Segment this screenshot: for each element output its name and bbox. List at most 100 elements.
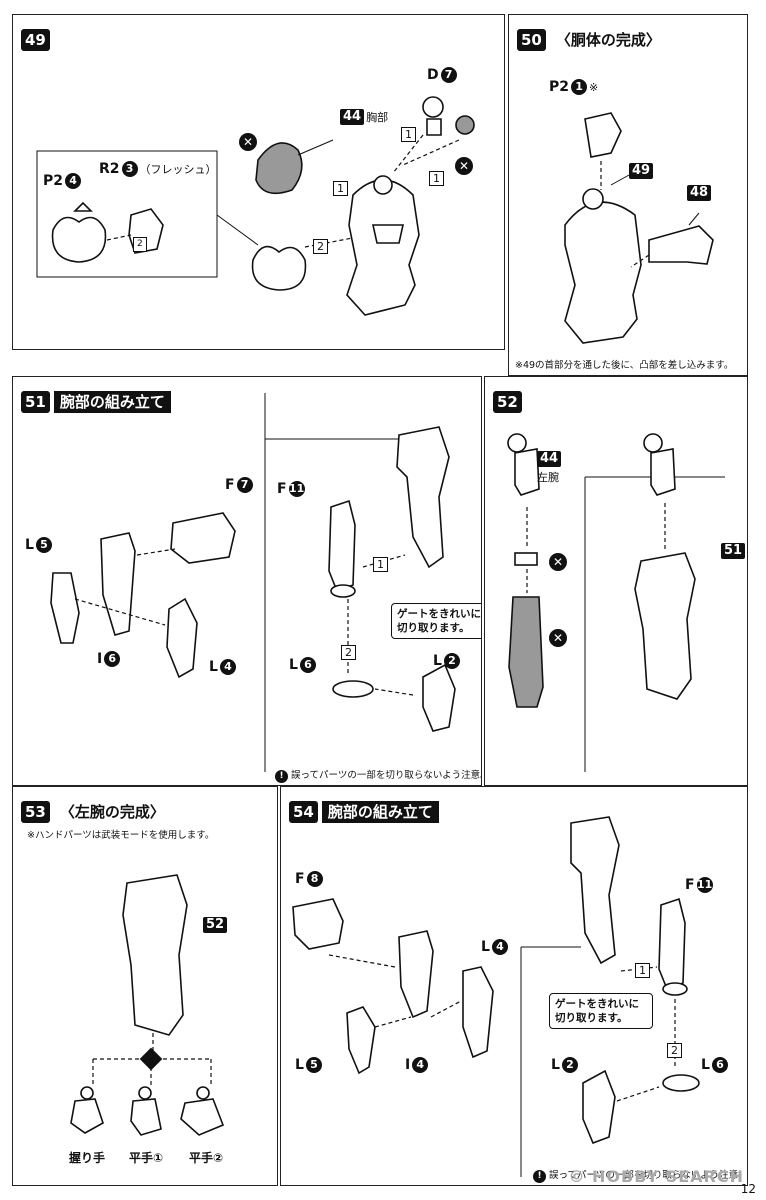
part-prefix: L bbox=[701, 1057, 710, 1073]
warning-icon: ! bbox=[533, 1170, 546, 1183]
part-variant: （フレッシュ） bbox=[139, 163, 217, 176]
step-53-panel: 53 〈左腕の完成〉 ※ハンドパーツは武装モードを使用します。 52 握り手 平… bbox=[12, 786, 278, 1186]
order-box: 2 bbox=[313, 239, 328, 254]
part-number: 1 bbox=[571, 79, 588, 95]
step-51-illustration bbox=[50, 393, 456, 772]
part-prefix: L bbox=[209, 659, 218, 675]
order-box: 1 bbox=[635, 963, 650, 978]
ref-number: 44 bbox=[340, 109, 365, 125]
ref-51: 51 bbox=[721, 543, 746, 559]
part-prefix: L bbox=[295, 1057, 304, 1073]
step-53-illustration bbox=[70, 874, 225, 1136]
part-prefix: P2 bbox=[549, 79, 570, 95]
part-number: 6 bbox=[104, 651, 121, 667]
part-prefix: L bbox=[481, 939, 490, 955]
part-number: 4 bbox=[412, 1057, 429, 1073]
part-prefix: F bbox=[295, 871, 305, 887]
watermark: © HOBBY SEARCH bbox=[568, 1167, 744, 1186]
step-50-header: 50 〈胴体の完成〉 bbox=[517, 29, 667, 51]
part-number: 7 bbox=[236, 477, 253, 493]
step-number: 52 bbox=[493, 391, 522, 413]
part-prefix: F bbox=[685, 877, 695, 893]
warning-icon: ! bbox=[275, 770, 288, 783]
excluded-mark-icon: ✕ bbox=[549, 629, 567, 647]
order-box: 1 bbox=[401, 127, 416, 142]
part-prefix: F bbox=[277, 481, 287, 497]
order-box: 1 bbox=[373, 557, 388, 572]
caution-note: ! 誤ってパーツの一部を切り取らないよう注意。 bbox=[275, 767, 482, 783]
part-prefix: D bbox=[427, 67, 439, 83]
step-number: 53 bbox=[21, 801, 50, 823]
page-number: 12 bbox=[740, 1182, 756, 1196]
part-prefix: L bbox=[25, 537, 34, 553]
step-title: 腕部の組み立て bbox=[53, 391, 171, 413]
gate-callout: ゲートをきれいに切り取ります。 bbox=[549, 993, 653, 1029]
step-49-header: 49 bbox=[21, 29, 50, 51]
order-box: 2 bbox=[133, 237, 147, 252]
excluded-mark-icon: ✕ bbox=[239, 133, 257, 151]
part-number: 5 bbox=[35, 537, 52, 553]
excluded-mark-icon: ✕ bbox=[455, 157, 473, 175]
order-box: 1 bbox=[333, 181, 348, 196]
order-box: 2 bbox=[341, 645, 356, 660]
step-number: 54 bbox=[289, 801, 318, 823]
gate-callout: ゲートをきれいに切り取ります。 bbox=[391, 603, 481, 639]
part-name: 左腕 bbox=[537, 471, 559, 484]
step-54-header: 54 腕部の組み立て bbox=[289, 801, 439, 823]
part-number: 3 bbox=[121, 161, 138, 177]
step-number: 51 bbox=[21, 391, 50, 413]
step-49-illustration bbox=[36, 96, 475, 316]
ref-number: 44 bbox=[537, 451, 562, 467]
part-number: 6 bbox=[299, 657, 316, 673]
step-number: 49 bbox=[21, 29, 50, 51]
part-prefix: I bbox=[405, 1057, 411, 1073]
caution-text: 誤ってパーツの一部を切り取らないよう注意。 bbox=[291, 770, 482, 781]
part-number: 4 bbox=[219, 659, 236, 675]
part-number: 2 bbox=[561, 1057, 578, 1073]
step-52-illustration bbox=[507, 433, 725, 772]
part-number: 4 bbox=[65, 173, 82, 189]
caution-text: 誤ってパーツの一部を切り取らないよう注意。 bbox=[549, 1170, 748, 1181]
part-number: 8 bbox=[306, 871, 323, 887]
part-prefix: L bbox=[433, 653, 442, 669]
hand-grip-label: 握り手 bbox=[69, 1151, 106, 1165]
step-title: 〈胴体の完成〉 bbox=[555, 31, 661, 49]
part-label-44-left-arm: 44 左腕 bbox=[537, 451, 562, 485]
step-52-panel: 52 44 左腕 ✕ ✕ 51 bbox=[484, 376, 748, 786]
step-number: 50 bbox=[517, 29, 546, 51]
step-54-illustration bbox=[292, 816, 700, 1177]
part-prefix: L bbox=[289, 657, 298, 673]
order-box: 1 bbox=[429, 171, 444, 186]
hand-open-2-label: 平手② bbox=[189, 1151, 224, 1165]
step-title: 腕部の組み立て bbox=[321, 801, 439, 823]
step-52-header: 52 bbox=[493, 391, 522, 413]
order-box: 2 bbox=[667, 1043, 682, 1058]
step-53-note: ※ハンドパーツは武装モードを使用します。 bbox=[27, 830, 215, 841]
step-title: 〈左腕の完成〉 bbox=[59, 803, 165, 821]
part-number: 6 bbox=[711, 1057, 728, 1073]
excluded-mark-icon: ✕ bbox=[549, 553, 567, 571]
part-prefix: L bbox=[551, 1057, 560, 1073]
step-53-header: 53 〈左腕の完成〉 bbox=[21, 801, 171, 823]
part-number: 2 bbox=[443, 653, 460, 669]
part-prefix: P2 bbox=[43, 173, 64, 189]
step-50-note: ※49の首部分を通した後に、凸部を差し込みます。 bbox=[515, 360, 734, 371]
